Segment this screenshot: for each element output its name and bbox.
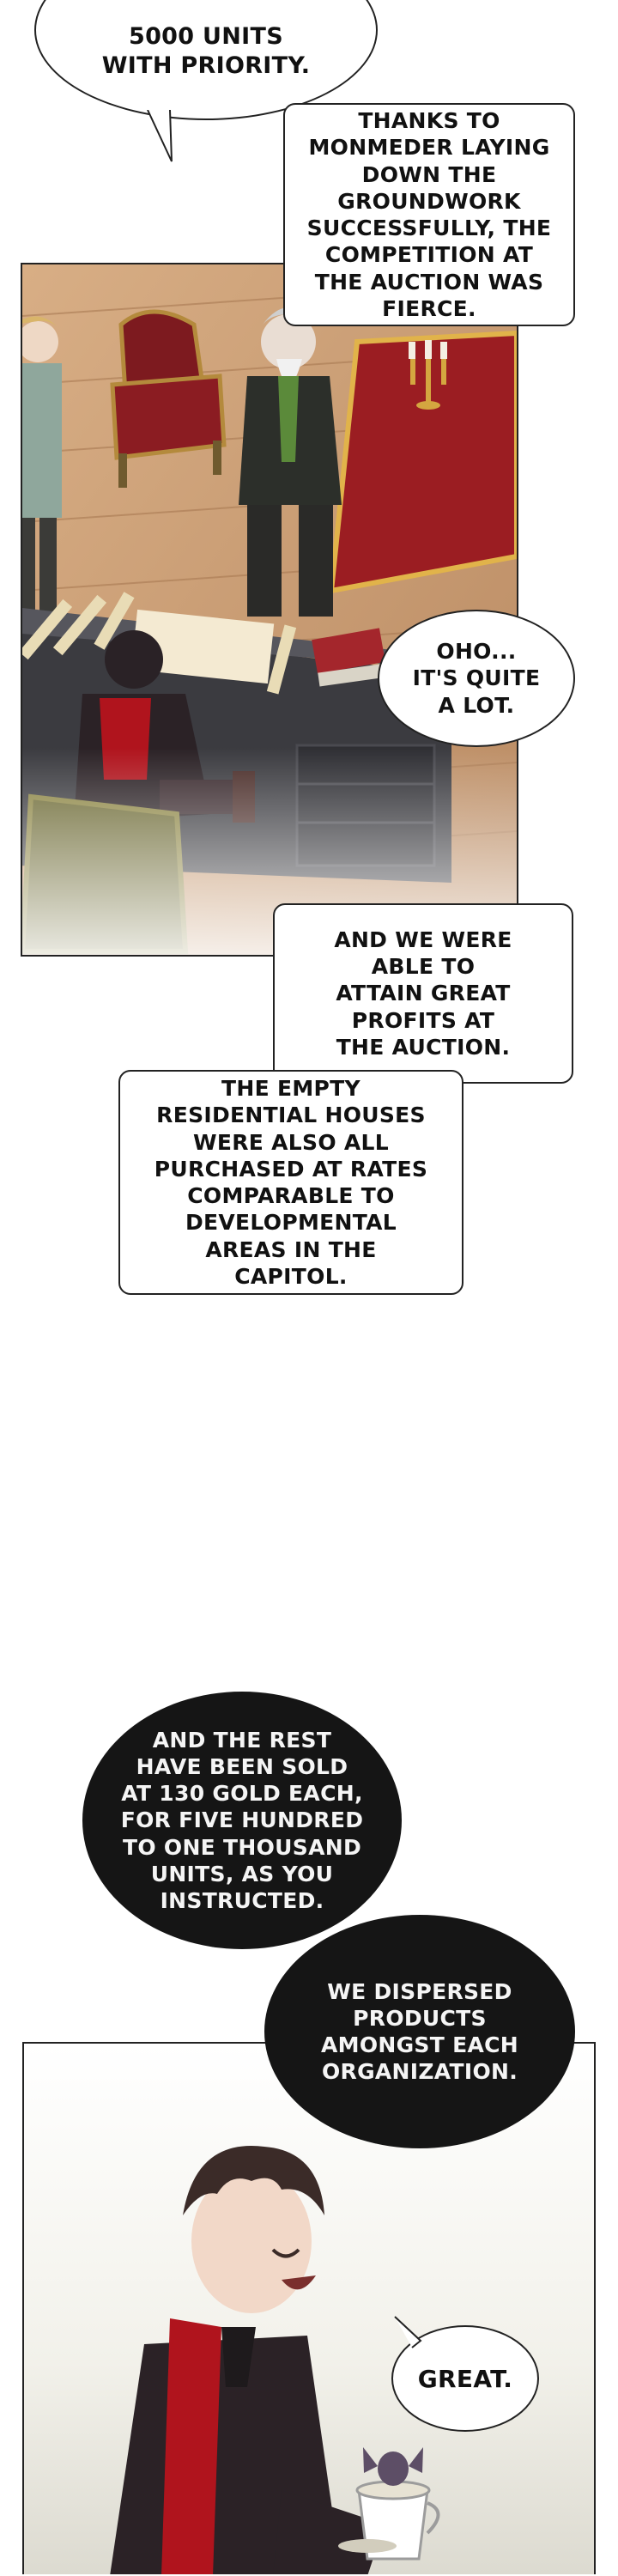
speech-bubble-oho: OHO... IT'S QUITE A LOT. [378,610,575,747]
narration-box-profits: AND WE WERE ABLE TO ATTAIN GREAT PROFITS… [273,903,573,1084]
narration-text-houses: THE EMPTY RESIDENTIAL HOUSES WERE ALSO A… [154,1076,428,1289]
bubble-text-dispersed: WE DISPERSED PRODUCTS AMONGST EACH ORGAN… [321,1978,518,2085]
narration-box-houses: THE EMPTY RESIDENTIAL HOUSES WERE ALSO A… [118,1070,464,1295]
protagonist-head [183,2146,324,2313]
narration-text-thanks: THANKS TO MONMEDER LAYING DOWN THE GROUN… [306,108,552,321]
teacup-with-creature [338,2447,440,2561]
bubble-text-great: GREAT. [417,2364,513,2393]
bubble-text-rest: AND THE REST HAVE BEEN SOLD AT 130 GOLD … [120,1727,364,1914]
speech-bubble-dispersed: WE DISPERSED PRODUCTS AMONGST EACH ORGAN… [264,1915,575,2148]
protagonist-body [110,2318,385,2574]
narration-box-thanks: THANKS TO MONMEDER LAYING DOWN THE GROUN… [283,103,575,326]
office-scene-illustration [22,264,517,955]
bubble-text-priority: 5000 UNITS WITH PRIORITY. [101,23,311,79]
bubble-tail-great [394,2316,422,2348]
speech-bubble-rest: AND THE REST HAVE BEEN SOLD AT 130 GOLD … [82,1692,402,1949]
speech-bubble-priority: 5000 UNITS WITH PRIORITY. [34,0,378,120]
bubble-text-oho: OHO... IT'S QUITE A LOT. [412,639,541,718]
protagonist-scene-illustration [24,2044,594,2574]
panel-protagonist-scene [22,2042,596,2574]
panel-office-scene [21,263,518,957]
bubble-tail-priority [147,110,173,162]
narration-text-profits: AND WE WERE ABLE TO ATTAIN GREAT PROFITS… [334,927,512,1060]
